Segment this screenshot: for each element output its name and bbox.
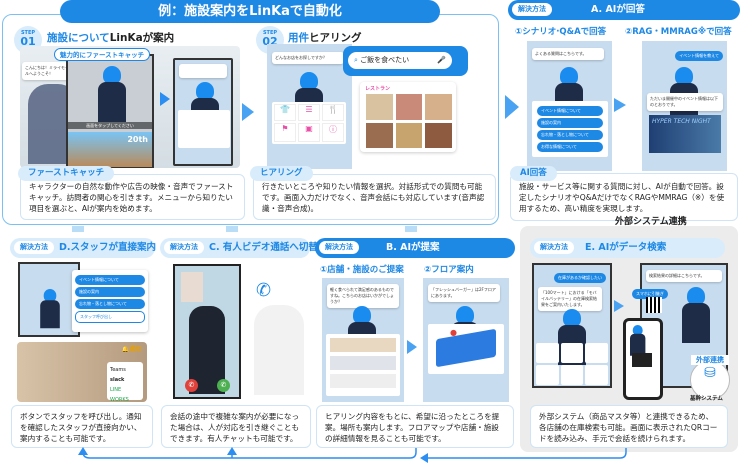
d-description: ボタンでスタッフを呼び出し。通知を確認したスタッフが直接向かい、案内することも可…: [11, 405, 153, 448]
b-sub-suggest: ①店舗・施設のご提案: [320, 265, 404, 275]
flag-icon[interactable]: ⚑: [274, 123, 296, 142]
arrow-right-icon: [407, 340, 417, 354]
arrow-right-icon: [614, 98, 626, 112]
a-description: 施設・サービス等に関する質問に対し、AIが自動で回答。設定したシナリオやQ&Aだ…: [510, 173, 738, 221]
a-scenario-screen: よくある質問はこちらです。 イベント情報について 施設の案内 忘れ物・落とし物に…: [527, 41, 612, 171]
step-02-screen: どんなお店をお探しですか？ 👕 ☰ 🍴 ⚑ ▣ ⓘ: [267, 44, 352, 169]
database-icon: ⛁: [704, 365, 716, 381]
search-icon: ⌕: [354, 56, 358, 64]
visitor-photo: [254, 305, 304, 395]
goods-icon[interactable]: ☰: [298, 104, 320, 121]
search-input[interactable]: ⌕ ご飯を食べたい🎤: [348, 52, 452, 69]
step-01-title: 施設についてLinKaが案内: [47, 32, 175, 44]
book-icon[interactable]: ▣: [298, 123, 320, 142]
b-floor-screen: 「フレッシュバーガー」は2Fフロアにあります。 ●: [423, 278, 509, 402]
b-description: ヒアリング内容をもとに、希望に沿ったところを提案。場所も案内します。フロアマップ…: [316, 405, 514, 448]
arrow-right-icon: [242, 103, 254, 121]
catch-tag: 魅力的にファーストキャッチ: [54, 48, 151, 61]
greeting-bubble: こんにちは！ミライモールへようこそ！: [22, 62, 74, 80]
a-button[interactable]: イベント情報について: [537, 106, 603, 116]
d-screen: [18, 262, 80, 337]
a-button[interactable]: 施設の案内: [537, 118, 603, 128]
category-grid: 👕 ☰ 🍴 ⚑ ▣ ⓘ: [272, 102, 346, 144]
step-01-image: こんにちは！ミライモールへようこそ！ 画面をタップしてください 20th 魅力的…: [20, 46, 240, 168]
step-02-description: 行きたいところや知りたい情報を選択。対話形式での質問も可能です。画面入力だけでな…: [253, 174, 496, 220]
map-pin-icon: ●: [450, 328, 457, 337]
a-button[interactable]: 忘れ物・落とし物について: [537, 130, 603, 140]
restaurant-icon[interactable]: 🍴: [322, 104, 344, 121]
phone-call-icon: ✆: [256, 280, 272, 301]
restaurant-list: レストラン: [360, 82, 456, 152]
a-button[interactable]: お得な情報について: [537, 142, 603, 152]
a-sub-scenario: ①シナリオ·Q&Aで回答: [515, 27, 607, 37]
event-banner[interactable]: HYPER TECH NIGHT: [649, 115, 721, 153]
qr-code[interactable]: [646, 297, 662, 313]
arrow-right-icon: [614, 300, 624, 312]
microphone-icon[interactable]: 🎤: [437, 56, 446, 64]
e-description: 外部システム（商品マスタ等）と連携できるため、各店舗の在庫検索も可能。画面に表示…: [530, 405, 728, 448]
floor-map[interactable]: ●: [428, 324, 504, 374]
e-search-screen: 在庫があるか確認したい 「100マート」における「モバイルバッテリー」の在庫検索…: [532, 263, 612, 388]
video-call-screen: ✆ ✆: [173, 264, 241, 399]
a-sub-rag: ②RAG・MMRAG※で回答: [625, 27, 732, 37]
step-01-description: キャラクターの自然な動作や広告の映像・音声でファーストキャッチ。訪問者の関心を引…: [20, 174, 245, 220]
signage-menu-screen: [173, 58, 233, 166]
arrow-right-icon: [160, 92, 170, 106]
signage-ad: 画面をタップしてください 20th: [66, 54, 154, 168]
external-system-title: 外部システム連携: [615, 217, 687, 227]
answer-call-icon[interactable]: ✆: [217, 379, 230, 392]
search-panel: ⌕ ご飯を食べたい🎤: [343, 46, 468, 76]
core-system-label: 基幹システム: [690, 396, 723, 402]
handover-label: スマホに引継ぎ: [632, 289, 668, 299]
smartphone: [623, 318, 663, 400]
step-02-label: ヒアリング: [250, 166, 313, 181]
bell-icon: 🔔通知: [121, 346, 142, 353]
b-sub-floor: ②フロア案内: [424, 265, 474, 275]
d-menu: イベント情報について 施設の案内 忘れ物・落とし物について スタッフ呼び出し: [72, 270, 148, 332]
c-description: 会話の途中で複雑な案内が必要になった場合は、人が対応を引き継ぐこともできます。有…: [161, 405, 311, 448]
clothing-icon[interactable]: 👕: [274, 104, 296, 121]
hang-up-icon[interactable]: ✆: [185, 379, 198, 392]
banner-title: 例：施設案内をLinKaで自動化: [60, 0, 440, 23]
step-01-label: ファーストキャッチ: [18, 166, 115, 181]
arrow-right-icon: [505, 95, 519, 119]
a-label: AI回答: [510, 166, 557, 181]
b-suggest-screen: 軽く食べられて満足感のあるものですね。こちらのお店はいかがでしょうか？: [322, 278, 404, 402]
staff-call-button[interactable]: スタッフ呼び出し: [75, 311, 145, 323]
a-rag-screen: イベント情報を教えて ただいま開催中のイベント情報は以下のとおりです。 HYPE…: [642, 41, 727, 171]
step-02-title: 用件ヒアリング: [288, 32, 362, 44]
external-link-badge: 外部連携 ⛁: [690, 355, 730, 400]
info-icon[interactable]: ⓘ: [322, 123, 344, 142]
